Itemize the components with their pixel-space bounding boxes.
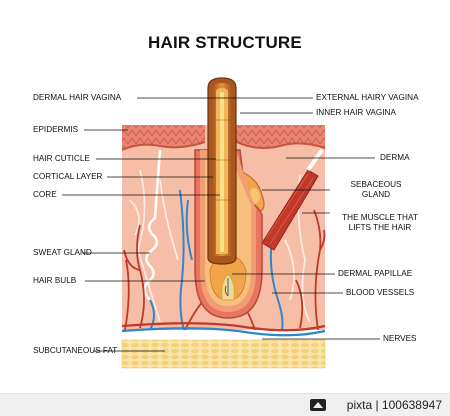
- label-epidermis: EPIDERMIS: [33, 125, 79, 134]
- subcutaneous-fat: [121, 339, 326, 369]
- watermark-bar: pixta | 100638947: [0, 393, 450, 416]
- label-dermal-hair-vagina: DERMAL HAIR VAGINA: [33, 93, 122, 102]
- hair-shaft: [207, 77, 237, 265]
- label-muscle-line1: THE MUSCLE THAT: [342, 213, 418, 222]
- label-muscle-line2: LIFTS THE HAIR: [348, 223, 412, 232]
- label-sebaceous-gland-line2: GLAND: [361, 190, 391, 199]
- label-dermal-papillae: DERMAL PAPILLAE: [338, 269, 413, 278]
- label-muscle: THE MUSCLE THAT LIFTS THE HAIR: [335, 213, 425, 233]
- label-hair-bulb: HAIR BULB: [33, 276, 77, 285]
- label-sebaceous-gland: SEBACEOUS GLAND: [336, 180, 416, 200]
- label-sweat-gland: SWEAT GLAND: [33, 248, 92, 257]
- blue-blood-vessels: [149, 189, 284, 331]
- diagram-title: HAIR STRUCTURE: [148, 33, 302, 52]
- label-core: CORE: [33, 190, 57, 199]
- label-nerves: NERVES: [383, 334, 417, 343]
- label-blood-vessels: BLOOD VESSELS: [346, 288, 415, 297]
- label-hair-cuticle: HAIR CUTICLE: [33, 154, 90, 163]
- nerve-fibers: [129, 169, 311, 323]
- label-cortical-layer: CORTICAL LAYER: [33, 172, 103, 181]
- pixta-logo-icon: [310, 399, 326, 411]
- label-external-hairy-vagina: EXTERNAL HAIRY VAGINA: [316, 93, 419, 102]
- leader-lines: [62, 97, 380, 352]
- sweat-gland: [143, 149, 162, 301]
- epidermis-layer: [121, 125, 326, 151]
- image-id: pixta | 100638947: [346, 398, 442, 412]
- label-inner-hair-vagina: INNER HAIR VAGINA: [316, 108, 396, 117]
- label-sebaceous-gland-line1: SEBACEOUS: [350, 180, 402, 189]
- label-subcutaneous-fat: SUBCUTANEOUS FAT: [33, 346, 118, 355]
- label-derma: DERMA: [380, 153, 410, 162]
